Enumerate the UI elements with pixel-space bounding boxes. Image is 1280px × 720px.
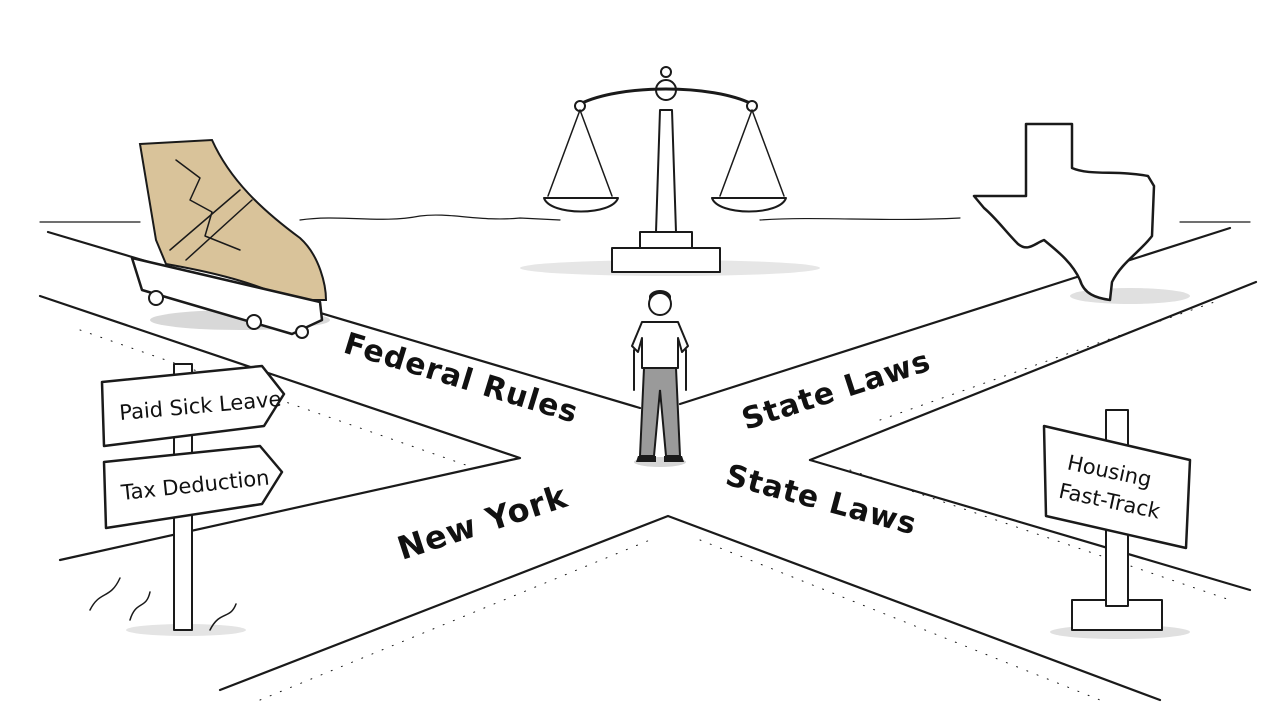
road-label-state-lower: State Laws <box>722 458 921 543</box>
texas-state-icon <box>972 122 1190 304</box>
california-map-cart-icon <box>130 138 330 339</box>
housing-sign <box>1042 409 1192 639</box>
horizon <box>39 214 1251 223</box>
road-label-federal: Federal Rules <box>340 326 583 431</box>
scales-of-justice-icon <box>520 66 820 276</box>
road-label-new-york: New York <box>393 477 573 568</box>
signpost <box>89 363 286 636</box>
person-icon <box>631 290 689 467</box>
road-label-state-upper: State Laws <box>738 344 935 438</box>
